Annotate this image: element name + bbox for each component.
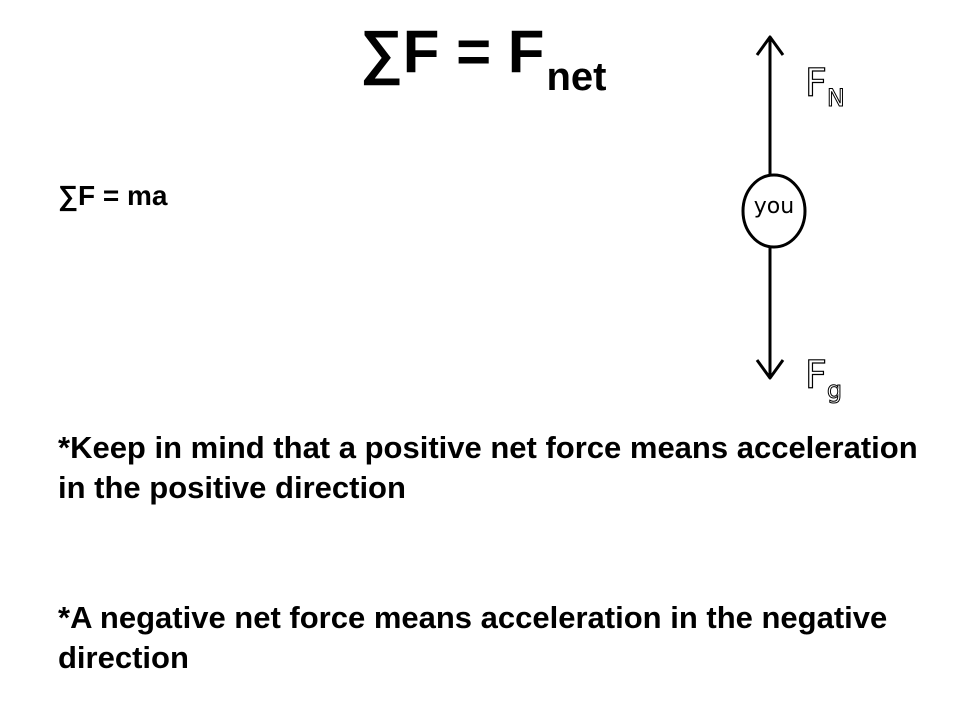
title-subscript: net (546, 55, 607, 99)
normal-force-subscript: N (826, 84, 845, 112)
slide-title: ∑F = Fnet (360, 22, 606, 98)
note-positive-net-force: *Keep in mind that a positive net force … (58, 430, 918, 505)
body-label: you (753, 194, 795, 219)
normal-force-label: FN (804, 61, 845, 110)
normal-force-arrowhead (755, 35, 785, 56)
gravity-force-arrowhead (755, 359, 785, 380)
gravity-force-subscript: g (826, 376, 843, 404)
note-negative-net-force: *A negative net force means acceleration… (58, 600, 888, 675)
gravity-force-label: Fg (804, 353, 842, 402)
title-main: ∑F = F (360, 18, 545, 85)
free-body-diagram-graphic (741, 35, 807, 380)
newton-second-law-equation: ∑F = ma (58, 180, 168, 211)
free-body-diagram: you FN Fg (700, 20, 900, 403)
body-circle (741, 173, 807, 249)
normal-force-symbol: F (804, 61, 827, 105)
gravity-force-symbol: F (804, 353, 827, 397)
